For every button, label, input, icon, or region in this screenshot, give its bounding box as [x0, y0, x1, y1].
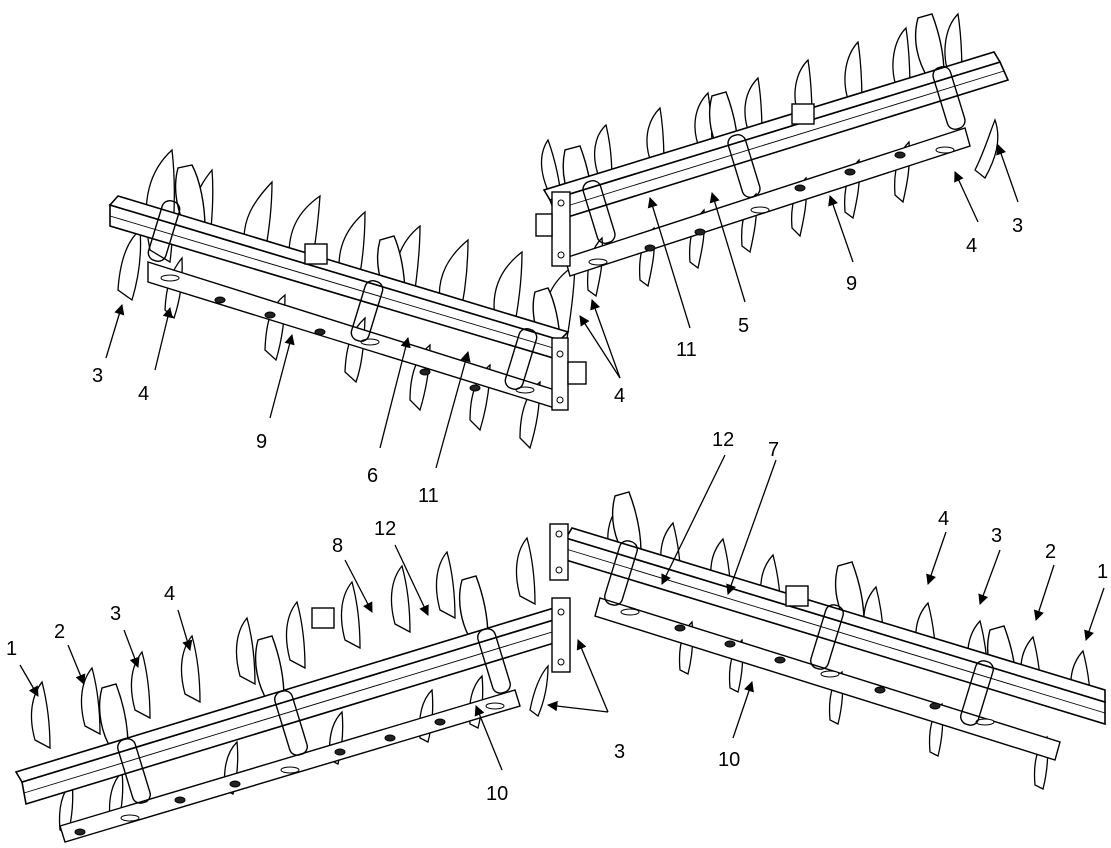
gang-assembly-lower-left [14, 536, 571, 843]
bracket-bar [564, 127, 971, 277]
gusset [785, 585, 809, 607]
callout-label: 4 [938, 508, 949, 530]
callout-label: 5 [738, 315, 749, 337]
callout-label: 2 [54, 621, 65, 643]
bracket-bar [594, 597, 1061, 761]
callout-label: 1 [1097, 561, 1108, 583]
callout-label: 2 [1045, 541, 1056, 563]
gang-assembly-lower-right [549, 491, 1106, 790]
bracket-bar [59, 689, 521, 843]
callout-label: 6 [367, 465, 378, 487]
callout-label: 10 [718, 749, 740, 771]
u-bolts [604, 540, 994, 726]
callout-label: 3 [1012, 215, 1023, 237]
gusset [311, 607, 335, 629]
callout-label: 9 [846, 273, 857, 295]
end-plate [535, 191, 571, 267]
callout-label: 4 [614, 385, 625, 407]
callout-label: 11 [676, 339, 697, 361]
u-bolts [147, 200, 538, 390]
end-plate [551, 337, 587, 411]
callout-label: 9 [256, 431, 267, 453]
callout-label: 12 [374, 518, 396, 540]
square-tube [564, 527, 1106, 726]
callout-label: 1 [6, 638, 17, 660]
callout-label: 3 [991, 525, 1002, 547]
callout-label: 3 [92, 365, 103, 387]
leader-lines [19, 144, 1105, 771]
u-bolts [117, 628, 511, 804]
callout-label: 12 [712, 429, 734, 451]
callout-label: 11 [418, 485, 439, 507]
gusset [304, 243, 328, 265]
callout-label: 3 [110, 603, 121, 625]
callout-label: 3 [614, 741, 625, 763]
callouts: 3 4 9 6 11 4 11 5 9 4 3 1 2 3 4 8 12 10 … [6, 215, 1108, 805]
gang-assembly-upper-right [535, 12, 1010, 298]
gusset [791, 103, 815, 125]
callout-label: 4 [164, 583, 175, 605]
callout-label: 4 [138, 383, 149, 405]
gang-assembly-upper-left [108, 148, 587, 450]
callout-label: 7 [768, 439, 779, 461]
callout-label: 10 [486, 783, 508, 805]
callout-label: 4 [966, 235, 977, 257]
callout-label: 8 [332, 535, 343, 557]
end-plate [549, 523, 569, 581]
end-plate [551, 597, 571, 673]
u-bolts [582, 66, 966, 244]
